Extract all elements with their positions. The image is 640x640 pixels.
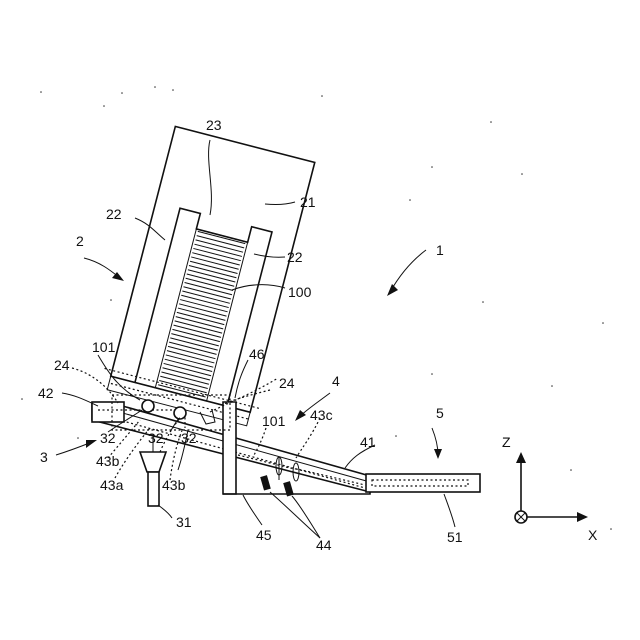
- label-43a: 43a: [100, 477, 124, 493]
- label-2: 2: [76, 233, 84, 249]
- label-32-left: 32: [100, 430, 116, 446]
- label-101-right: 101: [262, 413, 286, 429]
- label-43b-right: 43b: [162, 477, 186, 493]
- label-44: 44: [316, 537, 332, 553]
- label-4: 4: [332, 373, 340, 389]
- roller-32a: [142, 400, 154, 412]
- label-32-right: 32: [181, 430, 197, 446]
- label-5: 5: [436, 405, 444, 421]
- label-51: 51: [447, 529, 463, 545]
- axis-x-label: X: [588, 527, 598, 543]
- label-43c: 43c: [310, 407, 333, 423]
- axes: [515, 452, 588, 523]
- label-22-right: 22: [287, 249, 303, 265]
- tray-5: [366, 474, 480, 492]
- label-24-right: 24: [279, 375, 295, 391]
- label-46: 46: [249, 346, 265, 362]
- roller-32b: [174, 407, 186, 419]
- case-21: [111, 126, 315, 412]
- label-41: 41: [360, 434, 376, 450]
- label-1: 1: [436, 242, 444, 258]
- label-3: 3: [40, 449, 48, 465]
- label-32-mid: 32: [148, 430, 164, 446]
- label-43b-left: 43b: [96, 453, 120, 469]
- roller-44a: [260, 475, 271, 490]
- label-101-left: 101: [92, 339, 116, 355]
- label-45: 45: [256, 527, 272, 543]
- label-42: 42: [38, 385, 54, 401]
- axis-z-label: Z: [502, 434, 511, 450]
- label-23: 23: [206, 117, 222, 133]
- label-31: 31: [176, 514, 192, 530]
- label-21: 21: [300, 194, 316, 210]
- label-100: 100: [288, 284, 312, 300]
- label-24-left: 24: [54, 357, 70, 373]
- label-22-left: 22: [106, 206, 122, 222]
